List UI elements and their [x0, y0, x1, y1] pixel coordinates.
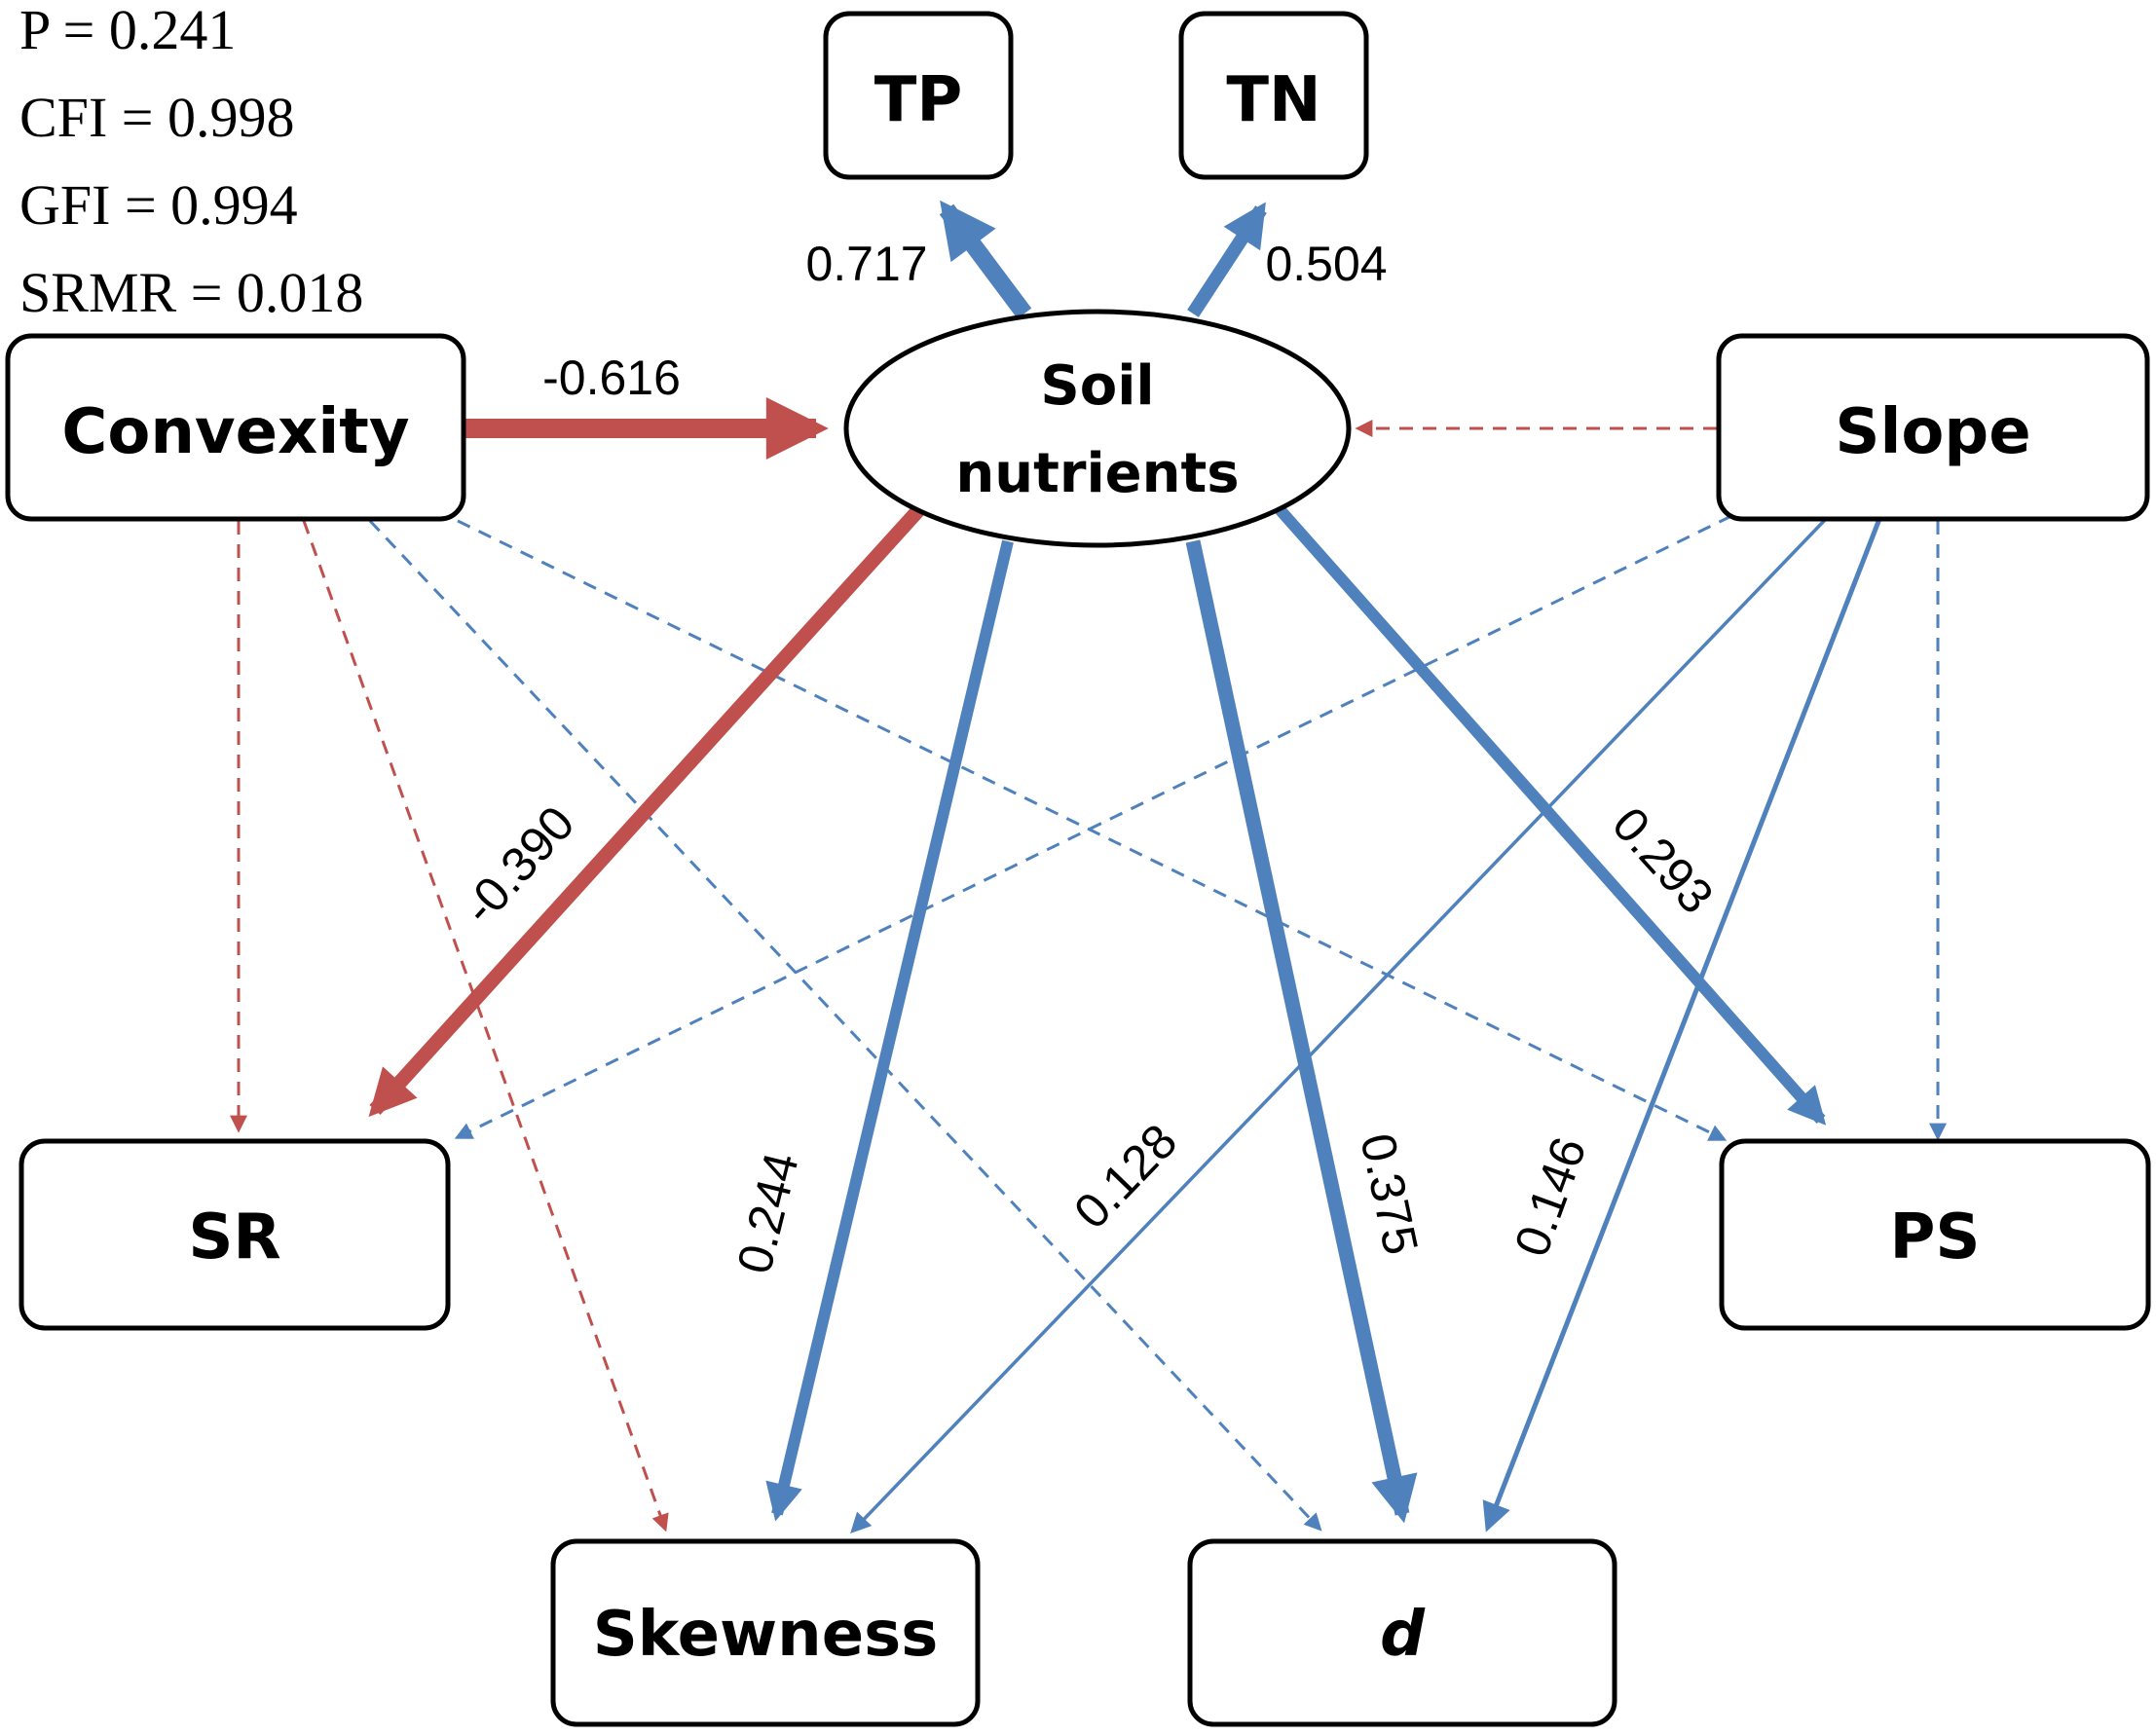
coef-soil-skewness: 0.244	[726, 1147, 809, 1278]
node-soil-nutrients: Soil nutrients	[843, 309, 1352, 548]
path-soil-d	[1185, 539, 1418, 1524]
path-soil-tn	[1187, 202, 1267, 317]
coef-convexity-soil: -0.616	[542, 351, 681, 405]
path-soil-skewness	[765, 539, 1014, 1522]
path-soil-sr	[368, 502, 926, 1118]
path-soil-ps	[1274, 504, 1827, 1126]
path-slope-skewness	[850, 517, 1828, 1534]
coef-soil-tn: 0.504	[1265, 237, 1387, 291]
fit-stat-p: P = 0.241	[19, 0, 236, 61]
fit-stat-cfi: CFI = 0.998	[19, 86, 294, 149]
node-tp-label: TP	[874, 64, 963, 136]
coef-soil-tp: 0.717	[805, 237, 927, 291]
path-convexity-d	[368, 519, 1322, 1532]
node-convexity-label: Convexity	[61, 396, 409, 468]
node-d: d	[1187, 1538, 1617, 1727]
path-slope-d	[1482, 518, 1882, 1533]
coef-slope-d: 0.146	[1504, 1130, 1596, 1264]
path-convexity-skewness	[302, 520, 669, 1533]
node-soil-label-line1: Soil	[1040, 354, 1154, 418]
node-convexity: Convexity	[5, 333, 466, 522]
node-tn: TN	[1178, 11, 1369, 180]
coef-soil-ps: 0.293	[1602, 796, 1724, 923]
coef-soil-d: 0.375	[1350, 1128, 1429, 1259]
fit-stat-gfi: GFI = 0.994	[19, 173, 298, 237]
node-slope-label: Slope	[1835, 396, 2030, 468]
node-ps: PS	[1719, 1138, 2151, 1331]
node-tn-label: TN	[1226, 64, 1320, 136]
node-ps-label: PS	[1890, 1201, 1981, 1274]
node-skewness-label: Skewness	[593, 1599, 939, 1671]
path-slope-sr	[454, 514, 1732, 1139]
node-skewness: Skewness	[550, 1538, 981, 1727]
fit-statistics: P = 0.241 CFI = 0.998 GFI = 0.994 SRMR =…	[19, 0, 363, 324]
node-soil-label-line2: nutrients	[955, 442, 1239, 505]
coef-slope-skewness: 0.128	[1063, 1114, 1187, 1239]
path-soil-tp	[939, 200, 1032, 319]
node-sr: SR	[19, 1138, 451, 1331]
fit-stat-srmr: SRMR = 0.018	[19, 261, 363, 324]
node-d-label: d	[1380, 1599, 1426, 1671]
node-sr-label: SR	[188, 1201, 280, 1274]
coef-soil-sr: -0.390	[452, 795, 584, 935]
node-tp: TP	[823, 11, 1014, 180]
node-slope: Slope	[1716, 333, 2150, 522]
